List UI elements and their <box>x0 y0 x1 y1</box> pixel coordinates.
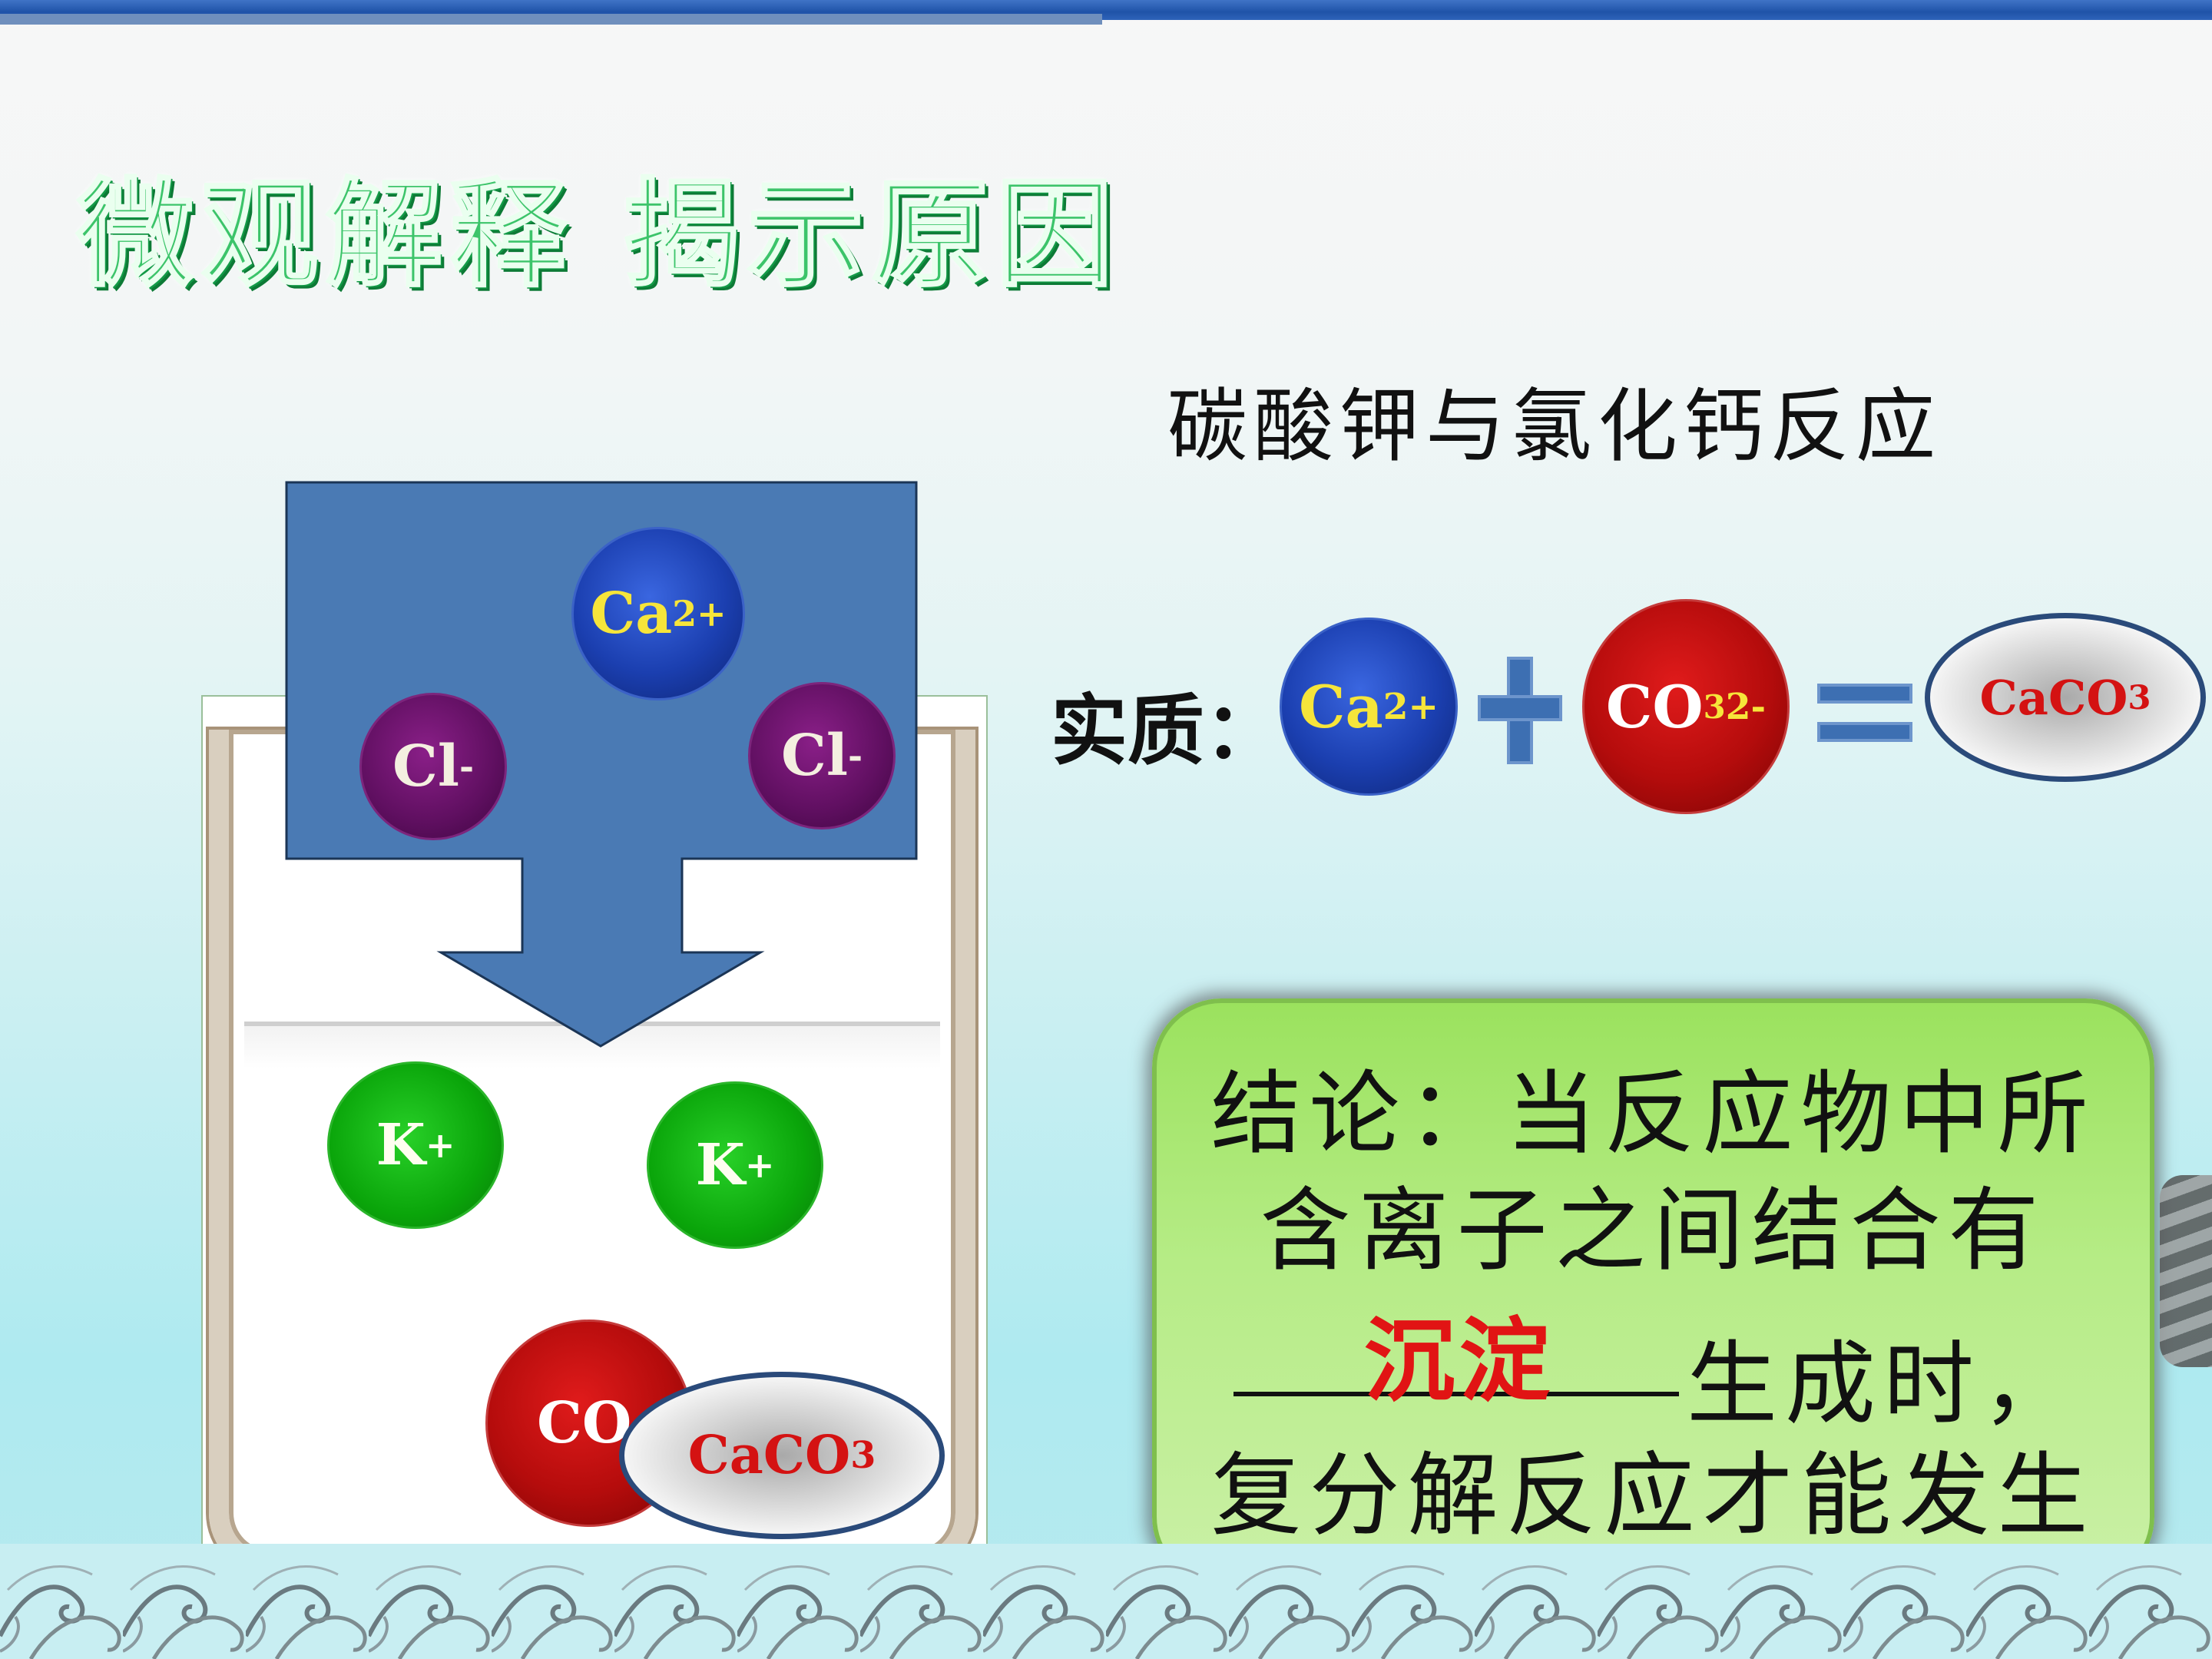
formula-prefix: CaCO <box>687 1425 851 1486</box>
ion-k-right: K+ <box>647 1081 823 1249</box>
ion-symbol: CO <box>537 1390 632 1456</box>
ion-symbol: Ca <box>1299 672 1383 741</box>
answer-blank <box>1233 1392 1679 1396</box>
conclusion-line-4: 复分解反应才能发生 <box>1210 1442 2096 1548</box>
rock-decoration <box>2160 1175 2212 1367</box>
essence-label: 实质： <box>1051 685 1281 776</box>
ion-symbol: Cl <box>392 733 459 800</box>
equals-sign-bar <box>1817 722 1912 742</box>
ion-symbol: Cl <box>780 723 848 789</box>
equals-sign-icon <box>1817 684 1912 704</box>
conclusion-line-2: 含离子之间结合有 <box>1260 1177 2047 1283</box>
answer-text: 沉淀 <box>1364 1307 1555 1414</box>
formula-sub: 3 <box>2128 677 2151 717</box>
conclusion-box: 结论：当反应物中所 含离子之间结合有 沉淀 生成时， 复分解反应才能发生 <box>1152 998 2154 1586</box>
conclusion-line-3-tail: 生成时， <box>1687 1331 2081 1437</box>
ion-symbol: K <box>376 1112 426 1178</box>
ion-charge: + <box>425 1124 455 1166</box>
ion-charge: + <box>744 1144 775 1186</box>
conclusion-line-1: 结论：当反应物中所 <box>1210 1061 2096 1167</box>
ion-symbol: Ca <box>590 581 673 647</box>
reaction-subtitle: 碳酸钾与氯化钙反应 <box>1167 379 1942 473</box>
slide-title: 微观解释 揭示原因 <box>76 166 1121 304</box>
ion-charge: - <box>847 735 863 777</box>
formula-prefix: CaCO <box>1979 669 2128 726</box>
ion-charge: - <box>459 746 475 787</box>
wave-border <box>0 1544 2212 1659</box>
ion-charge: 2+ <box>672 593 727 634</box>
ion-charge: 2- <box>1725 685 1767 728</box>
ion-cl-right: Cl- <box>748 682 896 830</box>
ion-symbol: K <box>695 1132 745 1198</box>
ion-charge: 2+ <box>1382 685 1439 728</box>
top-bar-accent <box>0 14 1102 25</box>
conclusion-line-3: 沉淀 生成时， <box>1233 1295 2140 1437</box>
ion-symbol: CO <box>1605 672 1704 741</box>
ion-k-left: K+ <box>327 1061 504 1229</box>
ion-cl-left: Cl- <box>359 693 507 840</box>
plus-sign-bar <box>1478 695 1562 721</box>
ion-sub: 3 <box>1703 687 1726 726</box>
formula-sub: 3 <box>850 1434 876 1477</box>
